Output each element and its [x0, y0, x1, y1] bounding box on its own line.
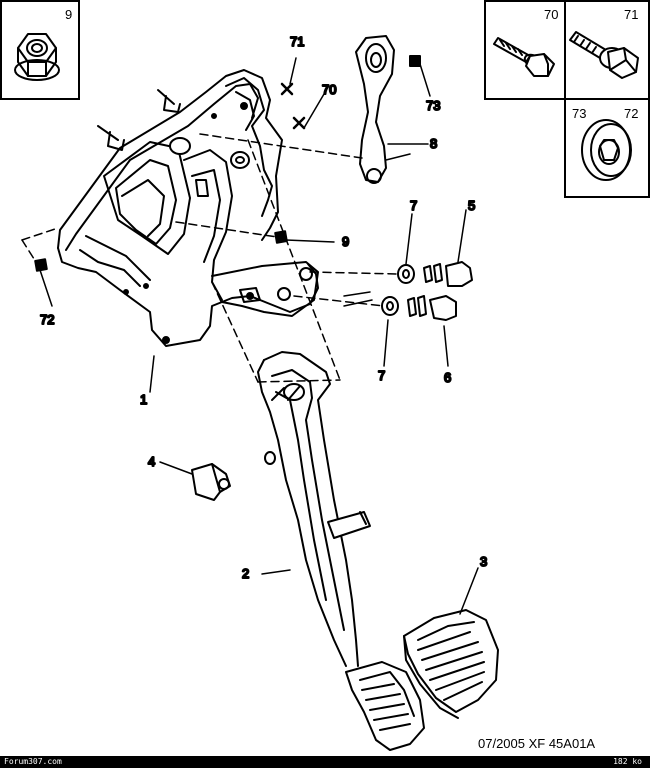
- callout-4: 4: [148, 454, 155, 469]
- callout-7-lower: 7: [378, 368, 385, 383]
- callout-3: 3: [480, 554, 487, 569]
- site-watermark: Forum307.com: [4, 757, 62, 766]
- file-size-label: 182 ko: [613, 757, 642, 766]
- switch-assembly-lower: [381, 295, 457, 321]
- clip-bracket: [191, 463, 231, 501]
- inset-label-73: 73: [572, 106, 587, 121]
- washer-icon: [581, 119, 632, 181]
- inset-label-72: 72: [624, 106, 639, 121]
- nut-icon: [14, 33, 60, 81]
- callout-6: 6: [444, 370, 451, 385]
- callout-2: 2: [242, 566, 249, 581]
- return-lever: [355, 35, 395, 184]
- pedal-foot-plate: [345, 661, 425, 751]
- callout-9: 9: [342, 234, 349, 249]
- callout-5: 5: [468, 198, 475, 213]
- callout-leaders: [39, 57, 479, 615]
- callout-7-upper: 7: [410, 198, 417, 213]
- pedal-rubber-pad: [403, 609, 499, 719]
- callout-72: 72: [40, 312, 54, 327]
- pedal-bracket: [57, 69, 319, 347]
- inset-box-9: 9: [0, 0, 80, 100]
- callout-1: 1: [140, 392, 147, 407]
- bottom-bar: [0, 756, 650, 768]
- callout-8: 8: [430, 136, 437, 151]
- inset-box-70: 70: [484, 0, 566, 100]
- screw-70-icon: [493, 37, 555, 77]
- inset-label-71: 71: [624, 7, 639, 22]
- callout-70: 70: [322, 82, 336, 97]
- screw-71-icon: [569, 31, 639, 79]
- clutch-pedal-lever: [257, 351, 371, 667]
- inset-label-70: 70: [544, 7, 559, 22]
- callout-71: 71: [290, 34, 304, 49]
- dashed-guide-lines: [21, 133, 399, 383]
- callout-73: 73: [426, 98, 440, 113]
- star-markers: [280, 82, 306, 130]
- inset-label-9: 9: [65, 7, 73, 22]
- switch-assembly-upper: [397, 261, 473, 287]
- diagram-reference: 07/2005 XF 45A01A: [478, 736, 596, 751]
